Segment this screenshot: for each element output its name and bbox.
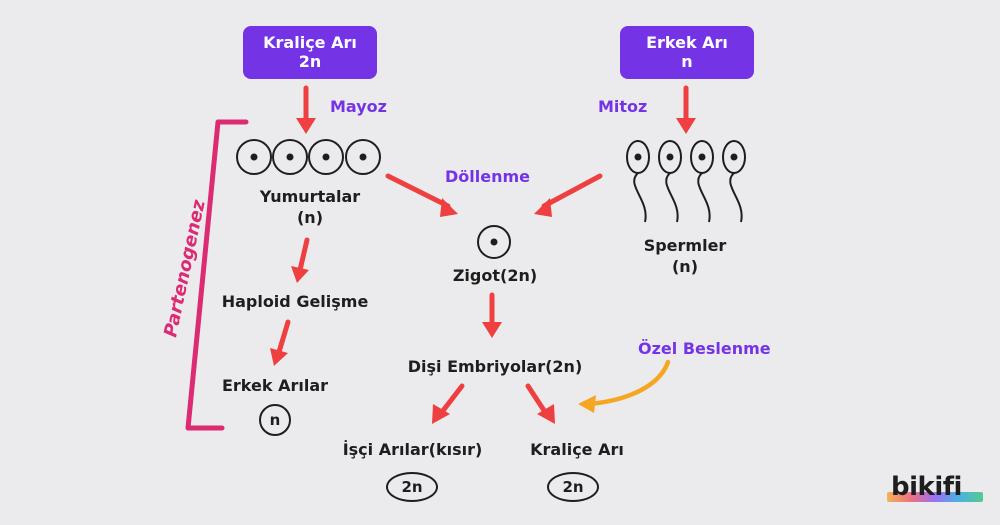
arrow-haploid-to-males bbox=[276, 319, 291, 355]
arrows bbox=[276, 85, 689, 415]
sperms-ploidy: (n) bbox=[671, 257, 698, 276]
arrow-special-feeding bbox=[587, 359, 671, 407]
sperm-tail bbox=[729, 172, 743, 223]
egg-cell bbox=[308, 139, 344, 175]
queen-result-label: Kraliçe Arı bbox=[530, 440, 624, 459]
queen-result-ploidy-badge: 2n bbox=[547, 472, 599, 502]
queen-bee-ploidy: 2n bbox=[298, 52, 322, 71]
egg-nuclei bbox=[250, 153, 367, 161]
haploid-development-label: Haploid Gelişme bbox=[221, 292, 369, 311]
bikifi-logo: bikifi bbox=[887, 472, 987, 510]
sperm-cells bbox=[626, 140, 746, 223]
queen-bee-box: Kraliçe Arı 2n bbox=[243, 26, 377, 79]
arrow-embryos-to-workers bbox=[439, 383, 465, 415]
sperm-tail bbox=[633, 172, 647, 223]
eggs-title: Yumurtalar bbox=[259, 187, 361, 206]
arrow-eggs-to-zygote bbox=[385, 173, 451, 209]
drone-bee-title: Erkek Arı bbox=[646, 33, 728, 52]
fertilization-label: Döllenme bbox=[445, 167, 531, 186]
meiosis-label: Mayoz bbox=[330, 97, 387, 116]
arrow-special-feeding-head bbox=[578, 395, 596, 413]
arrow-sperms-to-zygote bbox=[541, 173, 603, 209]
sperm-nuclei bbox=[634, 153, 738, 161]
drone-bee-box: Erkek Arı n bbox=[620, 26, 754, 79]
worker-bees-ploidy-badge: 2n bbox=[386, 472, 438, 502]
egg-cells bbox=[236, 139, 381, 175]
worker-bees-label: İşçi Arılar(kısır) bbox=[342, 440, 483, 459]
egg-cell bbox=[236, 139, 272, 175]
zygote-label: Zigot(2n) bbox=[452, 266, 538, 285]
eggs-ploidy: (n) bbox=[296, 208, 323, 227]
sperm-tail bbox=[665, 172, 679, 223]
eggs-label: Yumurtalar (n) bbox=[240, 186, 380, 228]
special-feeding-label: Özel Beslenme bbox=[638, 339, 771, 358]
arrow-eggs-to-haploid bbox=[297, 237, 310, 273]
egg-cell bbox=[272, 139, 308, 175]
male-bees-label: Erkek Arılar bbox=[221, 376, 329, 395]
parthenogenesis-bracket bbox=[185, 119, 249, 431]
sperms-label: Spermler (n) bbox=[620, 235, 750, 277]
egg-cell bbox=[345, 139, 381, 175]
logo-color-bar bbox=[887, 492, 983, 502]
logo-text: bikifi bbox=[891, 472, 962, 502]
mitosis-label: Mitoz bbox=[598, 97, 648, 116]
arrow-embryos-to-queen bbox=[525, 383, 548, 415]
male-bees-ploidy-badge: n bbox=[259, 404, 291, 436]
female-embryos-label: Dişi Embriyolar(2n) bbox=[407, 357, 583, 376]
drone-bee-ploidy: n bbox=[681, 52, 693, 71]
sperm-tail bbox=[697, 172, 711, 223]
zygote-nucleus bbox=[490, 238, 498, 246]
zygote-cell bbox=[477, 225, 511, 259]
sperms-title: Spermler bbox=[643, 236, 727, 255]
queen-bee-title: Kraliçe Arı bbox=[263, 33, 357, 52]
arrow-heads bbox=[270, 118, 696, 424]
